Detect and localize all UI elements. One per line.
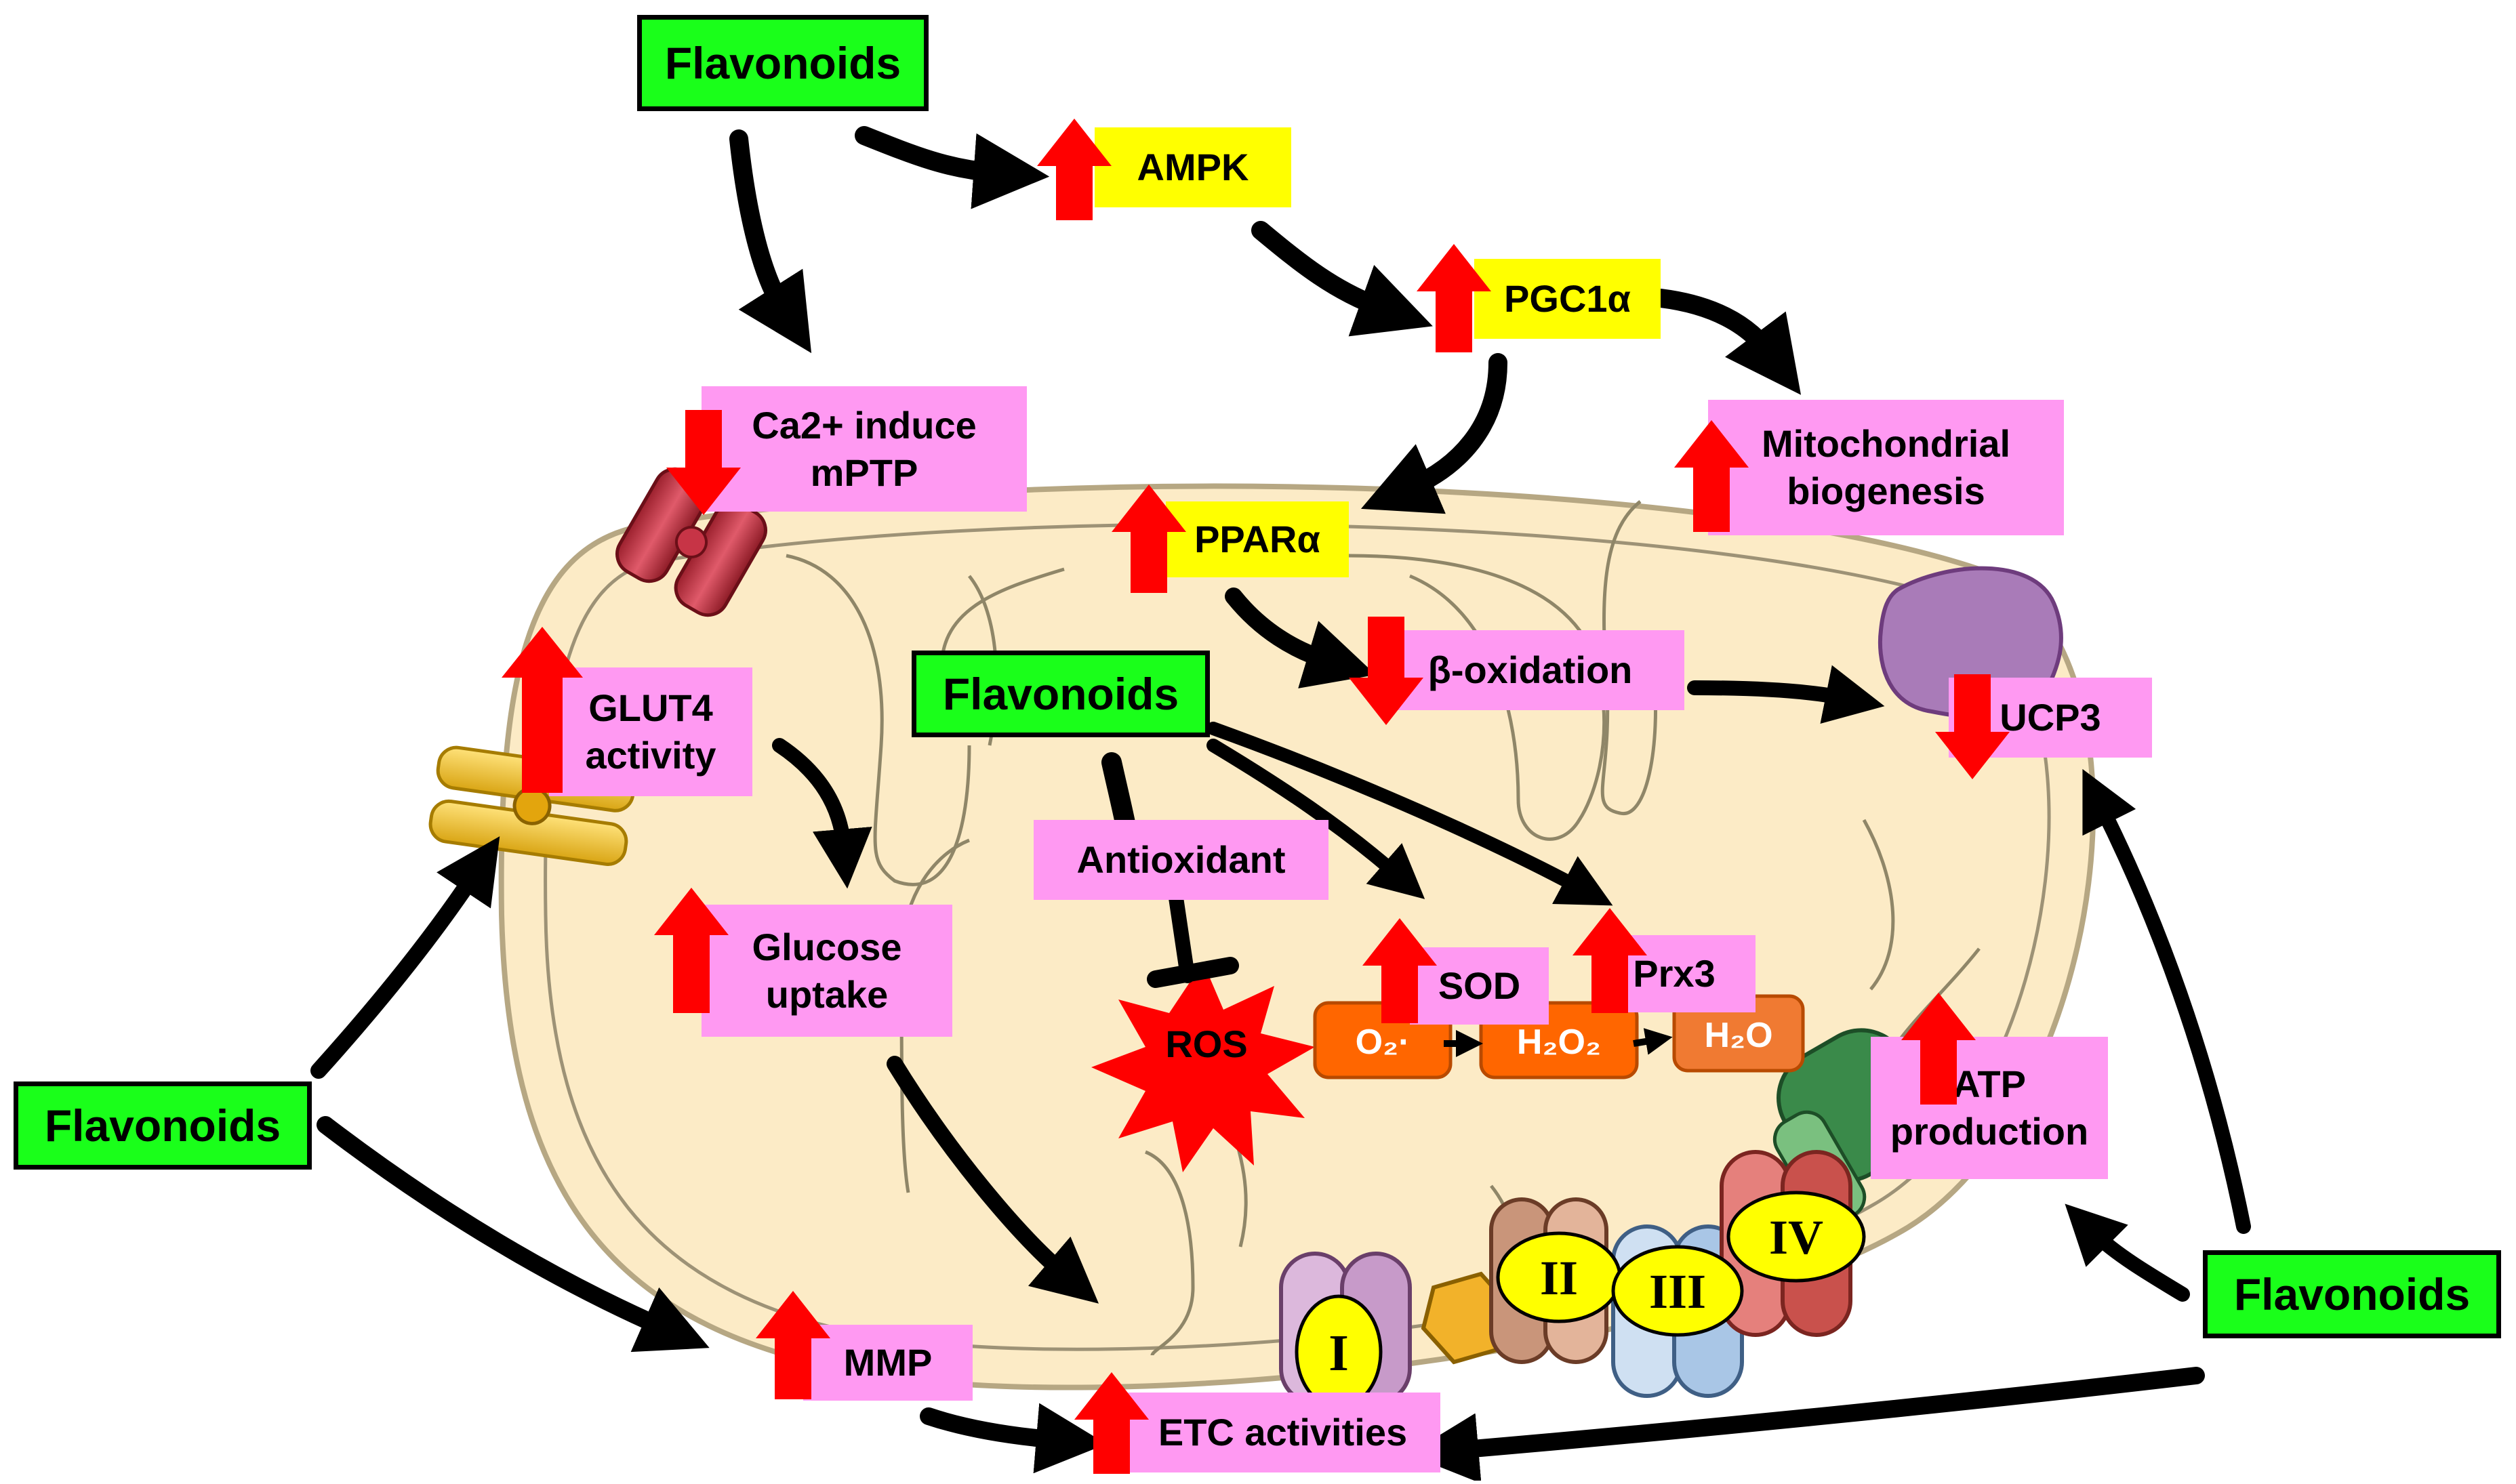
up-arrow-glut4 xyxy=(502,627,583,793)
arrow-pgc1a-to-ppara xyxy=(1360,353,1507,514)
water-label: H₂O xyxy=(1704,1016,1772,1055)
arrow-mmp-to-etc xyxy=(920,1403,1107,1474)
flavonoids-label-left: Flavonoids xyxy=(44,1100,281,1151)
arrow-flavonoids-to-sod xyxy=(1206,739,1425,899)
sod-box: SOD xyxy=(1410,947,1549,1025)
atp-production-box: ATP production xyxy=(1871,1037,2108,1179)
pgc1a-label: PGC1α xyxy=(1504,277,1631,320)
arrow-flavonoids-to-glut4 xyxy=(310,836,500,1079)
ucp3-label: UCP3 xyxy=(2000,696,2101,739)
arrow-ppara-to-beta-oxidation xyxy=(1225,588,1376,688)
biogenesis-label-line2: biogenesis xyxy=(1787,470,1985,512)
biogenesis-box: Mitochondrial biogenesis xyxy=(1708,400,2064,535)
glut4-label-line1: GLUT4 xyxy=(588,686,713,729)
biogenesis-label-line1: Mitochondrial xyxy=(1761,422,2011,465)
flavonoids-box-left: Flavonoids xyxy=(14,1081,312,1170)
atp-label-line1: ATP xyxy=(1953,1063,2026,1105)
flavonoids-label-center: Flavonoids xyxy=(942,668,1179,719)
inhibition-cap-ros xyxy=(1147,957,1239,988)
up-arrow-ampk xyxy=(1037,119,1112,220)
complex-iv-label: IV xyxy=(1769,1210,1823,1264)
glut4-label-line2: activity xyxy=(585,734,716,777)
flavonoids-label-right: Flavonoids xyxy=(2233,1269,2471,1319)
ppara-box: PPARα xyxy=(1166,501,1349,577)
mmp-label: MMP xyxy=(843,1341,933,1384)
inhibition-line-antioxidant-ros xyxy=(1169,890,1195,983)
pgc1a-box: PGC1α xyxy=(1474,259,1661,339)
arrow-ampk-to-pgc1a xyxy=(1251,221,1433,337)
flavonoids-box-center: Flavonoids xyxy=(912,651,1210,737)
up-arrow-etc xyxy=(1074,1372,1149,1474)
up-arrow-atp xyxy=(1901,993,1976,1105)
up-arrow-biogenesis xyxy=(1674,420,1749,532)
mmp-box: MMP xyxy=(803,1325,973,1401)
flavonoids-box-right: Flavonoids xyxy=(2203,1250,2501,1338)
antioxidant-label: Antioxidant xyxy=(1076,838,1286,881)
complex-iii-badge xyxy=(1611,1245,1744,1337)
antioxidant-box: Antioxidant xyxy=(1034,820,1328,900)
up-arrow-glucose xyxy=(654,888,729,1013)
superoxide-label: O₂· xyxy=(1356,1023,1411,1062)
arrow-h2o2-to-water xyxy=(1633,1028,1673,1055)
prx3-label: Prx3 xyxy=(1633,952,1716,995)
glucose-uptake-box: Glucose uptake xyxy=(702,905,952,1037)
arrow-glut4-to-glucose xyxy=(772,738,872,889)
beta-oxidation-label: β-oxidation xyxy=(1427,648,1633,691)
arrow-glucose-to-etc xyxy=(887,1056,1099,1304)
up-arrow-pgc1a xyxy=(1417,244,1491,352)
arrow-flavonoids-to-mptp xyxy=(729,129,812,354)
flavonoids-label-top: Flavonoids xyxy=(664,37,901,88)
mptp-label-line1: Ca2+ induce xyxy=(752,403,977,447)
arrow-flavonoids-to-ucp3 xyxy=(2082,768,2251,1234)
up-arrow-prx3 xyxy=(1572,908,1647,1013)
arrow-flavonoids-to-prx3 xyxy=(1206,722,1613,906)
ampk-box: AMPK xyxy=(1095,127,1291,207)
arrow-flavonoids-to-ampk xyxy=(855,126,1050,209)
ampk-label: AMPK xyxy=(1137,146,1249,188)
ppara-label: PPARα xyxy=(1194,518,1320,560)
mptp-label-line2: mPTP xyxy=(810,451,918,494)
glucose-label-line1: Glucose xyxy=(752,925,902,968)
arrow-beta-oxidation-to-ucp3 xyxy=(1687,665,1885,724)
up-arrow-ppara xyxy=(1112,485,1186,593)
mptp-box: Ca2+ induce mPTP xyxy=(702,386,1027,512)
arrow-flavonoids-to-atp xyxy=(2065,1203,2190,1302)
arrow-pgc1a-to-biogenesis xyxy=(1651,289,1802,395)
arrow-flavonoids-to-mmp xyxy=(317,1116,710,1353)
down-arrow-ucp3 xyxy=(1935,674,2010,779)
etc-activities-label: ETC activities xyxy=(1158,1411,1408,1454)
sod-label: SOD xyxy=(1438,964,1521,1007)
arrow-flavonoids-to-etc xyxy=(1408,1367,2205,1484)
glut4-box: GLUT4 activity xyxy=(549,667,752,796)
etc-activities-box: ETC activities xyxy=(1125,1393,1440,1472)
complex-iii-label: III xyxy=(1649,1264,1706,1319)
complex-ii-label: II xyxy=(1540,1251,1578,1305)
ros-label: ROS xyxy=(1165,1023,1247,1065)
complex-i-label: I xyxy=(1328,1325,1349,1382)
glucose-label-line2: uptake xyxy=(765,972,889,1016)
up-arrow-mmp xyxy=(756,1291,830,1399)
down-arrow-mptp xyxy=(666,410,741,515)
atp-label-line2: production xyxy=(1890,1110,2089,1153)
complex-iv-badge xyxy=(1726,1191,1866,1283)
down-arrow-beta-oxidation xyxy=(1349,617,1423,725)
hydrogen-peroxide-label: H₂O₂ xyxy=(1517,1023,1601,1062)
up-arrow-sod xyxy=(1362,918,1437,1023)
flavonoids-box-top: Flavonoids xyxy=(637,15,929,111)
beta-oxidation-box: β-oxidation xyxy=(1376,630,1684,710)
ros-burst-icon xyxy=(1091,962,1315,1172)
